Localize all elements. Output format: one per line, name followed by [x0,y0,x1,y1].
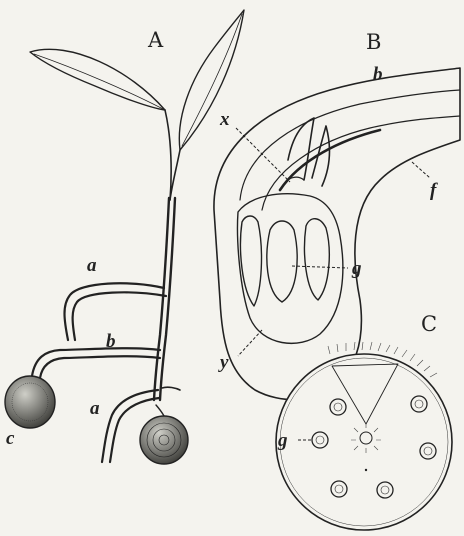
section-outline [214,68,460,400]
label-y: y [218,352,229,373]
radicle-center [267,221,297,302]
label-a-lower: a [90,398,100,419]
label-x: x [219,109,230,130]
label-b-section: b [373,64,383,85]
panel-label-a: A [147,28,164,52]
plumule [288,118,314,180]
seedling-drawing [5,10,244,464]
section-drawing [214,68,460,400]
radicle-right [305,219,330,300]
label-a-upper: a [87,255,97,276]
panel-label-c: C [421,312,437,336]
cross-section-drawing [276,342,452,530]
label-f: f [430,180,438,201]
seed-c [5,376,55,428]
left-leaf [30,49,165,110]
label-g-cross: g [277,430,288,451]
right-leaf [179,10,244,150]
panel-label-b: B [366,30,381,54]
label-g-section: g [351,258,362,279]
label-c-seedling: c [6,428,15,449]
label-b-seedling: b [106,331,116,352]
